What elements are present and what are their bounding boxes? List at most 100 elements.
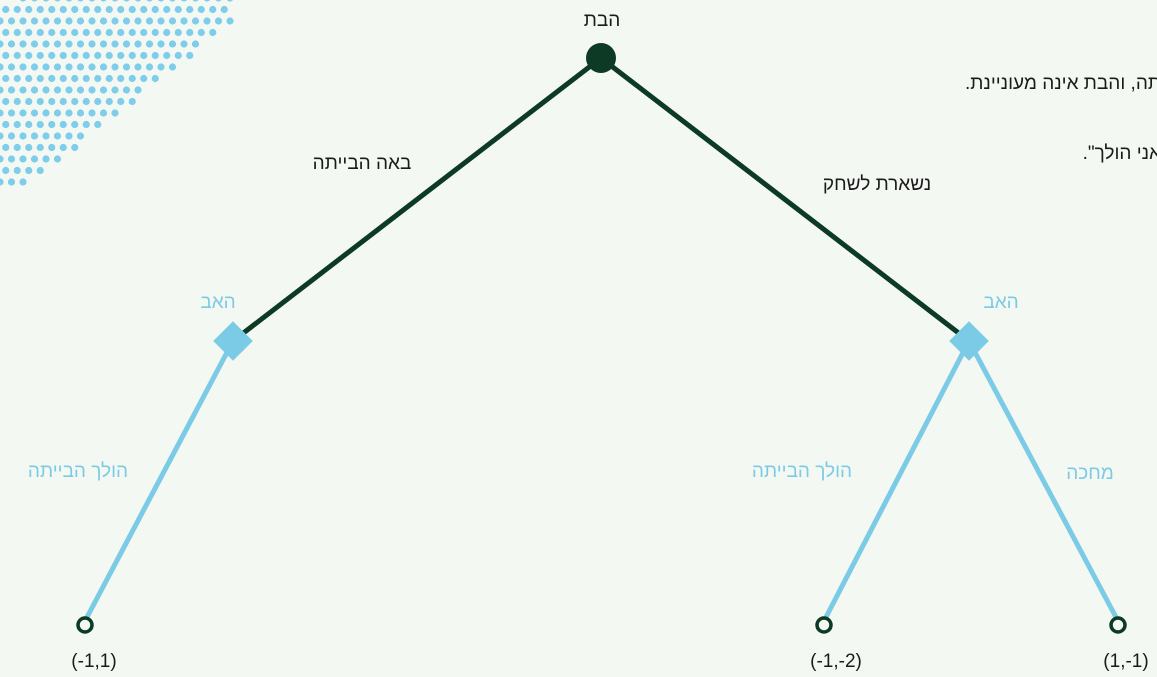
decorative-dot bbox=[59, 97, 67, 106]
decorative-dot bbox=[19, 178, 27, 186]
decorative-dot bbox=[25, 97, 33, 106]
decorative-dot bbox=[25, 51, 33, 60]
decorative-dot bbox=[48, 143, 56, 152]
decorative-dot bbox=[111, 17, 119, 25]
decorative-dot bbox=[0, 109, 4, 117]
decorative-dot bbox=[128, 97, 136, 106]
payoff-right: (1,-1) bbox=[1103, 651, 1148, 672]
decorative-dot bbox=[25, 28, 33, 37]
decorative-dot bbox=[157, 63, 165, 71]
decorative-dot-pattern bbox=[0, 0, 234, 186]
decorative-dot bbox=[0, 86, 4, 94]
decorative-dot bbox=[2, 28, 10, 37]
decorative-dot bbox=[122, 17, 131, 25]
decorative-dot bbox=[174, 28, 182, 37]
decorative-dot bbox=[209, 5, 217, 14]
decorative-dot bbox=[76, 17, 85, 25]
decorative-dot bbox=[99, 86, 108, 94]
decorative-dot bbox=[71, 97, 79, 106]
branch-right-goes-home bbox=[821, 338, 972, 624]
decorative-dot bbox=[82, 74, 90, 83]
decorative-dot bbox=[112, 0, 118, 2]
decorative-dot bbox=[186, 51, 194, 60]
decorative-dot bbox=[140, 74, 148, 83]
decorative-dot bbox=[94, 97, 102, 106]
decorative-dot bbox=[111, 109, 119, 117]
decorative-dot bbox=[36, 97, 44, 106]
decorative-dot bbox=[13, 74, 21, 83]
decorative-dot bbox=[105, 74, 113, 83]
decorative-dot bbox=[134, 86, 142, 94]
decorative-dot bbox=[71, 28, 79, 37]
decorative-dot bbox=[123, 0, 130, 2]
decorative-dot bbox=[215, 0, 222, 2]
decorative-dot bbox=[53, 132, 62, 140]
decorative-dot bbox=[214, 17, 223, 25]
decorative-dot bbox=[174, 51, 182, 60]
decorative-dot bbox=[105, 97, 113, 106]
decorative-dot bbox=[53, 155, 62, 163]
father-node-right bbox=[949, 321, 989, 361]
decorative-dot bbox=[163, 51, 171, 60]
decorative-dot bbox=[71, 74, 79, 83]
decorative-dot bbox=[227, 0, 233, 2]
decorative-dot bbox=[13, 5, 21, 14]
terminal-node-right bbox=[1109, 616, 1127, 634]
decorative-dot bbox=[2, 74, 10, 83]
decorative-dot bbox=[19, 63, 27, 71]
decorative-dot bbox=[42, 109, 50, 117]
decorative-dot bbox=[36, 74, 44, 83]
decorative-dot bbox=[117, 74, 125, 83]
decorative-dot bbox=[13, 120, 21, 129]
terminal-node-left bbox=[76, 616, 94, 634]
branch-label-right-goes-home: הולך הבייתה bbox=[752, 461, 852, 482]
decorative-dot bbox=[43, 0, 49, 2]
father-label-left: האב bbox=[200, 292, 235, 313]
decorative-dot bbox=[19, 132, 27, 140]
decorative-dot bbox=[59, 74, 67, 83]
decorative-dot bbox=[100, 0, 107, 2]
decorative-dot bbox=[48, 28, 56, 37]
decorative-dot bbox=[54, 0, 61, 2]
decorative-dot bbox=[157, 40, 165, 48]
decorative-dot bbox=[42, 40, 50, 48]
branch-stays-to-play bbox=[598, 55, 972, 344]
terminal-node-middle bbox=[815, 616, 833, 634]
decorative-dot bbox=[122, 63, 131, 71]
decorative-dot bbox=[180, 40, 188, 48]
decorative-dot bbox=[36, 166, 44, 175]
decorative-dot bbox=[105, 5, 113, 14]
decorative-dot bbox=[30, 132, 39, 140]
decorative-dot bbox=[94, 51, 102, 60]
decorative-dot bbox=[181, 0, 187, 2]
decorative-dot bbox=[163, 5, 171, 14]
decorative-dot bbox=[163, 28, 171, 37]
payoff-middle: (-1,-2) bbox=[810, 651, 862, 672]
decorative-dot bbox=[197, 5, 205, 14]
branch-left-goes-home bbox=[82, 338, 236, 624]
decorative-dot bbox=[20, 0, 26, 2]
decorative-dot bbox=[0, 40, 4, 48]
decorative-dot bbox=[192, 0, 199, 2]
decorative-dot bbox=[30, 86, 39, 94]
decorative-dot bbox=[94, 74, 102, 83]
decorative-dot bbox=[76, 40, 85, 48]
decorative-dot bbox=[82, 5, 90, 14]
decorative-dot bbox=[13, 97, 21, 106]
decorative-dot bbox=[140, 5, 148, 14]
decorative-dot bbox=[13, 28, 21, 37]
decorative-dot bbox=[2, 97, 10, 106]
decorative-dot bbox=[30, 63, 39, 71]
decorative-dot bbox=[88, 109, 96, 117]
decorative-dot bbox=[19, 40, 27, 48]
decorative-dot bbox=[0, 155, 4, 163]
decorative-dot bbox=[220, 5, 228, 14]
decorative-dot bbox=[48, 5, 56, 14]
decorative-dot bbox=[13, 143, 21, 152]
decorative-dot bbox=[111, 86, 119, 94]
decorative-dot bbox=[7, 40, 16, 48]
decorative-dot bbox=[0, 178, 4, 186]
decorative-dot bbox=[42, 132, 50, 140]
decorative-dot bbox=[7, 63, 16, 71]
